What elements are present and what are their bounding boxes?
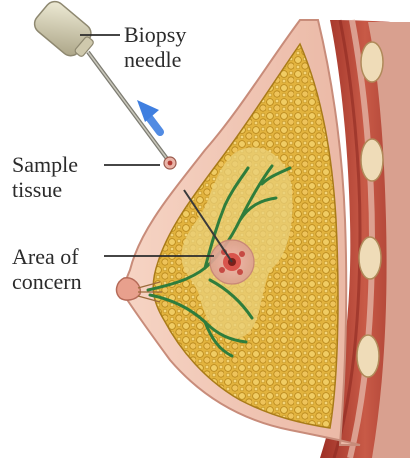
- rib: [359, 237, 381, 279]
- label-biopsy-needle: Biopsy needle: [124, 22, 186, 72]
- rib: [361, 42, 383, 82]
- rib: [357, 335, 379, 377]
- label-sample-tissue-line2: tissue: [12, 177, 78, 202]
- rib: [361, 139, 383, 181]
- label-biopsy-needle-line1: Biopsy: [124, 22, 186, 47]
- label-area-of-concern: Area of concern: [12, 244, 82, 294]
- label-sample-tissue: Sample tissue: [12, 152, 78, 202]
- label-area-of-concern-line1: Area of: [12, 244, 82, 269]
- withdrawal-arrow: [137, 100, 160, 132]
- label-sample-tissue-line1: Sample: [12, 152, 78, 177]
- label-area-of-concern-line2: concern: [12, 269, 82, 294]
- label-biopsy-needle-line2: needle: [124, 47, 186, 72]
